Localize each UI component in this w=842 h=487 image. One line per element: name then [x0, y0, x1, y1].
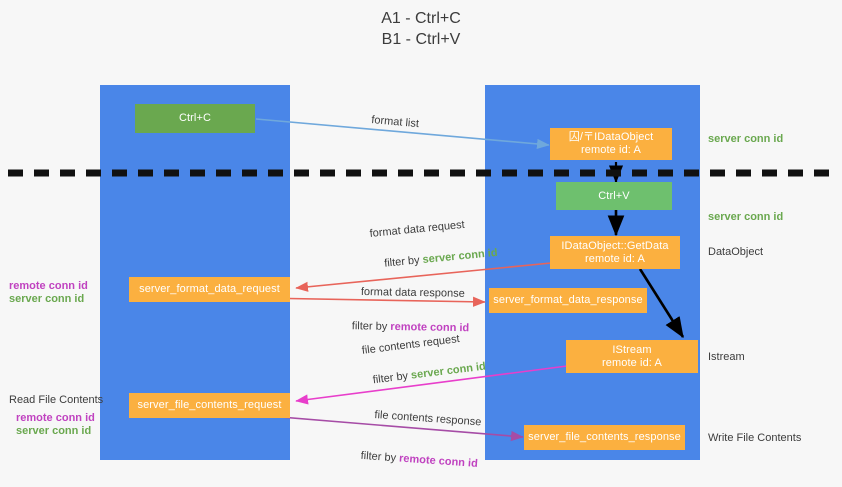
box-idataobject-line2: remote id: A	[581, 144, 641, 156]
box-istream-line2: remote id: A	[602, 356, 662, 369]
box-server-file-contents-request[interactable]: server_file_contents_request	[129, 393, 290, 418]
box-ctrl-v-line1: Ctrl+V	[598, 189, 630, 202]
filter-value-remote-conn-2: remote conn id	[398, 452, 479, 470]
arrow-getdata-to-istream	[638, 268, 685, 339]
label-server-conn-id-1: server conn id	[9, 293, 85, 305]
label-read-file-contents: Read File Contents	[9, 394, 104, 406]
filter-prefix-3: filter by	[372, 369, 412, 387]
label-write-file-contents: Write File Contents	[708, 432, 802, 444]
box-server-format-data-request[interactable]: server_format_data_request	[129, 277, 290, 302]
box-istream[interactable]: IStream remote id: A	[566, 340, 698, 373]
box-istream-line1: IStream	[612, 343, 652, 356]
filter-value-server-conn-1: server conn id	[422, 246, 499, 267]
filter-value-server-conn-2: server conn id	[410, 360, 487, 382]
arrow-file-contents-request	[295, 365, 568, 405]
box-server-file-contents-response-label: server_file_contents_response	[528, 431, 681, 443]
arrow-format-data-request	[295, 262, 552, 292]
box-idataobject[interactable]: 囚/〒IDataObject remote id: A	[550, 128, 672, 160]
label-remote-conn-id-2: remote conn id	[16, 412, 95, 424]
box-getdata-line1: IDataObject::GetData	[561, 239, 669, 252]
box-server-format-data-request-label: server_format_data_request	[139, 283, 280, 295]
label-istream: Istream	[708, 351, 745, 363]
box-ctrl-c[interactable]: Ctrl+C	[135, 104, 255, 133]
box-ctrl-v[interactable]: Ctrl+V	[556, 182, 672, 210]
box-getdata-line2: remote id: A	[585, 252, 645, 265]
box-ctrl-c-line1: Ctrl+C	[178, 112, 212, 124]
edge-label-format-data-response: format data response	[360, 285, 465, 300]
label-server-conn-id-2: server conn id	[16, 425, 92, 437]
edge-label-file-contents-response-filter: filter by remote conn id	[347, 433, 479, 487]
arrow-format-list	[255, 118, 550, 150]
label-dataobject: DataObject	[708, 246, 764, 258]
filter-prefix-4: filter by	[360, 449, 400, 465]
label-remote-conn-id-1: remote conn id	[9, 280, 88, 292]
filter-prefix-1: filter by	[383, 254, 424, 270]
box-server-file-contents-request-label: server_file_contents_request	[137, 399, 282, 411]
box-server-file-contents-response[interactable]: server_file_contents_response	[524, 425, 685, 450]
label-server-conn-id-top: server conn id	[708, 133, 784, 145]
box-getdata[interactable]: IDataObject::GetData remote id: A	[550, 236, 680, 269]
filter-prefix-2: filter by	[351, 320, 391, 333]
box-idataobject-line1: 囚/〒IDataObject	[568, 131, 654, 143]
box-server-format-data-response[interactable]: server_format_data_response	[489, 288, 647, 313]
page-title: A1 - Ctrl+C B1 - Ctrl+V	[381, 10, 461, 48]
box-server-format-data-response-label: server_format_data_response	[493, 294, 643, 306]
label-server-conn-id-mid: server conn id	[708, 211, 784, 223]
